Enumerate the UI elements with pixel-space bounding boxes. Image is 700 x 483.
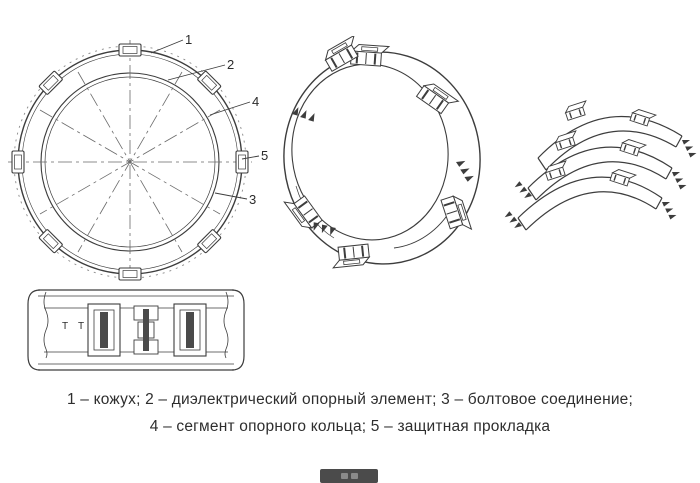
callout-3: 3 [249,192,256,207]
callout-1: 1 [185,32,192,47]
figure-caption: 1 – кожух; 2 – диэлектрический опорный э… [0,386,700,440]
section-mark-t-left: Т [62,321,68,332]
segment-block [609,167,637,189]
bolt-block-right [173,303,207,357]
perspective-view-drawing [283,36,481,269]
front-view-drawing: 1 2 4 5 3 [8,32,268,282]
segment-joint [133,305,159,355]
section-mark-t-right: Т [78,321,84,332]
segment-block [553,130,581,152]
segment-block [543,160,571,182]
bolt-block-left [87,303,121,357]
clamp-blocks [283,36,473,269]
callout-2: 2 [227,57,234,72]
caption-line-2: 4 – сегмент опорного кольца; 5 – защитна… [149,418,551,435]
segment-band-1 [537,115,683,171]
callout-4: 4 [252,94,259,109]
caption-line-1: 1 – кожух; 2 – диэлектрический опорный э… [66,391,634,408]
segment-block [563,100,591,122]
watermark [320,469,378,483]
segment-block [619,137,647,159]
segment-band-2 [527,146,673,201]
section-outline [27,289,245,371]
segment-spikes [502,210,525,230]
callout-5: 5 [261,148,268,163]
segment-block [629,107,657,129]
radial-center-lines [8,40,252,282]
segment-spikes [512,180,535,200]
callout-leaders [150,39,260,200]
section-view-drawing: Т Т [27,289,245,371]
segment-band-3 [517,176,663,231]
segments-view-drawing [502,100,698,231]
